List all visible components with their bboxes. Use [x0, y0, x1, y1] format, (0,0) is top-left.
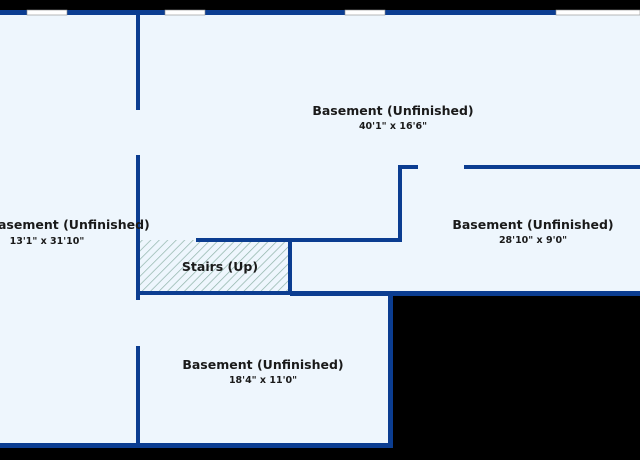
window [164, 9, 206, 16]
room-north-name: Basement (Unfinished) [312, 103, 473, 118]
windows [26, 9, 640, 16]
wall-stairs-bottom [138, 291, 292, 295]
room-east-dims: 28'10" x 9'0" [499, 235, 567, 246]
wall-east-bottom [290, 291, 640, 296]
floor-area [0, 12, 640, 446]
stairs-hatch [139, 240, 290, 293]
wall-bottom [0, 443, 393, 448]
room-west-dims: 13'1" x 31'10" [10, 236, 85, 247]
wall-south-right [388, 292, 393, 448]
wall-stairs-top [196, 238, 401, 242]
wall-partition-middle [136, 155, 140, 300]
room-south-name: Basement (Unfinished) [182, 357, 343, 372]
wall-stairs-right [288, 238, 292, 294]
room-south-dims: 18'4" x 11'0" [229, 375, 297, 386]
wall-east-left [398, 165, 402, 242]
room-north-dims: 40'1" x 16'6" [359, 121, 427, 132]
walls [0, 10, 640, 448]
wall-partition-lower [136, 346, 140, 446]
room-west-name: asement (Unfinished) [0, 217, 150, 232]
wall-top [0, 10, 640, 15]
wall-east-top-right [464, 165, 640, 169]
room-east-name: Basement (Unfinished) [452, 217, 613, 232]
stairs-label: Stairs (Up) [182, 259, 258, 274]
wall-east-top-left [398, 165, 418, 169]
window [26, 9, 68, 16]
window [344, 9, 386, 16]
wall-partition-upper [136, 12, 140, 110]
window [555, 9, 640, 16]
